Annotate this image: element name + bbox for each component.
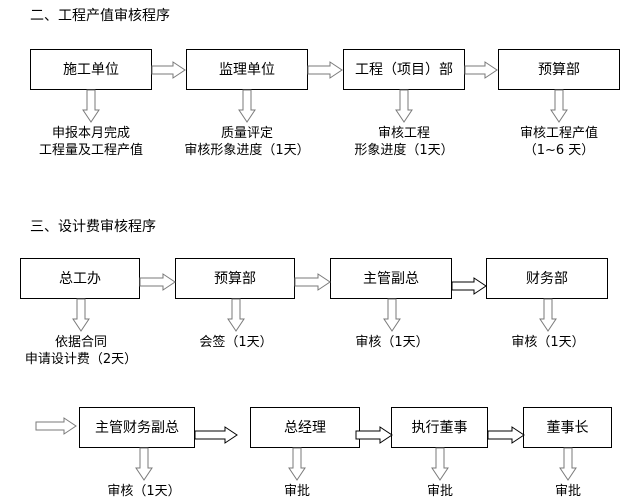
arrow-down-finance-deputy-general-manager bbox=[135, 448, 153, 481]
caption-line: 依据合同 bbox=[54, 335, 107, 350]
node-chief-engineer-office[interactable]: 总工办 bbox=[20, 258, 140, 299]
caption-line: 会签（1天） bbox=[199, 335, 273, 350]
node-finance-deputy-general-manager[interactable]: 主管财务副总 bbox=[79, 407, 195, 448]
caption-line: 审核形象进度（1天） bbox=[184, 143, 310, 158]
caption-supervision-unit: 质量评定 审核形象进度（1天） bbox=[184, 125, 309, 159]
caption-line: （1~6 天） bbox=[523, 143, 595, 158]
node-board-chairman[interactable]: 董事长 bbox=[523, 407, 612, 448]
node-label: 董事长 bbox=[546, 419, 589, 436]
node-supervision-unit[interactable]: 监理单位 bbox=[186, 49, 308, 90]
node-deputy-general-manager[interactable]: 主管副总 bbox=[330, 258, 452, 299]
node-finance-department[interactable]: 财务部 bbox=[486, 258, 608, 299]
caption-line: 申报本月完成 bbox=[51, 126, 131, 141]
arrow-down-board-chairman bbox=[559, 448, 577, 481]
caption-line: 形象进度（1天） bbox=[354, 143, 454, 158]
arrow-down-deputy-general-manager bbox=[383, 299, 401, 332]
arrow-right-construction-to-supervision bbox=[152, 61, 186, 79]
node-label: 主管财务副总 bbox=[95, 419, 179, 436]
caption-chief-engineer-office: 依据合同 申请设计费（2天） bbox=[25, 334, 137, 368]
arrow-right-budget-to-deputy bbox=[295, 273, 331, 291]
node-label: 执行董事 bbox=[411, 419, 468, 436]
node-label: 主管副总 bbox=[363, 270, 419, 287]
arrow-down-supervision bbox=[238, 90, 256, 123]
caption-line: 审核工程产值 bbox=[519, 126, 599, 141]
caption-line: 审批 bbox=[554, 484, 582, 499]
node-executive-director[interactable]: 执行董事 bbox=[391, 407, 488, 448]
caption-line: 审核（1天） bbox=[107, 484, 181, 499]
arrow-down-budget-row2 bbox=[227, 299, 245, 332]
arrow-down-chief-engineer-office bbox=[72, 299, 90, 332]
arrow-right-finance-deputy-to-general-manager bbox=[195, 426, 239, 444]
arrow-right-deputy-to-finance bbox=[452, 277, 487, 295]
caption-budget-department-row2: 会签（1天） bbox=[199, 334, 272, 351]
section-title-three: 三、设计费审核程序 bbox=[30, 219, 156, 235]
node-budget-department-row2[interactable]: 预算部 bbox=[175, 258, 295, 299]
caption-budget-department-row1: 审核工程产值 （1~6 天） bbox=[520, 125, 598, 159]
arrow-right-project-to-budget bbox=[465, 61, 498, 79]
node-label: 财务部 bbox=[526, 270, 568, 287]
caption-board-chairman: 审批 bbox=[555, 483, 581, 500]
node-label: 预算部 bbox=[538, 61, 580, 78]
arrow-right-executive-director-to-chairman bbox=[488, 426, 526, 444]
caption-executive-director: 审批 bbox=[427, 483, 453, 500]
caption-project-department: 审核工程 形象进度（1天） bbox=[354, 125, 453, 159]
arrow-down-finance-department bbox=[539, 299, 557, 332]
caption-finance-department: 审核（1天） bbox=[511, 334, 584, 351]
caption-line: 申请设计费（2天） bbox=[24, 352, 138, 367]
arrow-right-continuation-into-finance-deputy bbox=[36, 417, 78, 435]
node-label: 监理单位 bbox=[219, 61, 275, 78]
node-general-manager[interactable]: 总经理 bbox=[250, 407, 360, 448]
caption-deputy-general-manager: 审核（1天） bbox=[355, 334, 428, 351]
node-label: 总经理 bbox=[284, 419, 326, 436]
caption-line: 质量评定 bbox=[220, 126, 273, 141]
arrow-down-general-manager bbox=[288, 448, 306, 481]
caption-line: 审核（1天） bbox=[355, 335, 429, 350]
arrow-right-general-manager-to-executive-director bbox=[356, 426, 394, 444]
arrow-right-supervision-to-project bbox=[308, 61, 343, 79]
node-project-department[interactable]: 工程（项目）部 bbox=[343, 49, 465, 90]
node-construction-unit[interactable]: 施工单位 bbox=[30, 49, 152, 90]
node-label: 预算部 bbox=[214, 270, 256, 287]
caption-line: 工程量及工程产值 bbox=[38, 143, 144, 158]
arrow-right-chief-engineer-to-budget bbox=[140, 273, 176, 291]
section-title-two: 二、工程产值审核程序 bbox=[30, 8, 170, 24]
caption-general-manager: 审批 bbox=[284, 483, 310, 500]
caption-line: 审批 bbox=[426, 484, 454, 499]
caption-line: 审批 bbox=[283, 484, 311, 499]
caption-construction-unit: 申报本月完成 工程量及工程产值 bbox=[39, 125, 143, 159]
node-budget-department-row1[interactable]: 预算部 bbox=[498, 49, 620, 90]
caption-finance-deputy-general-manager: 审核（1天） bbox=[107, 483, 180, 500]
node-label: 施工单位 bbox=[63, 61, 119, 78]
arrow-down-budget-row1 bbox=[550, 90, 568, 123]
node-label: 总工办 bbox=[59, 270, 101, 287]
node-label: 工程（项目）部 bbox=[355, 61, 453, 78]
arrow-down-construction bbox=[82, 90, 100, 123]
caption-line: 审核工程 bbox=[377, 126, 430, 141]
caption-line: 审核（1天） bbox=[511, 335, 585, 350]
arrow-down-executive-director bbox=[431, 448, 449, 481]
arrow-down-project bbox=[395, 90, 413, 123]
